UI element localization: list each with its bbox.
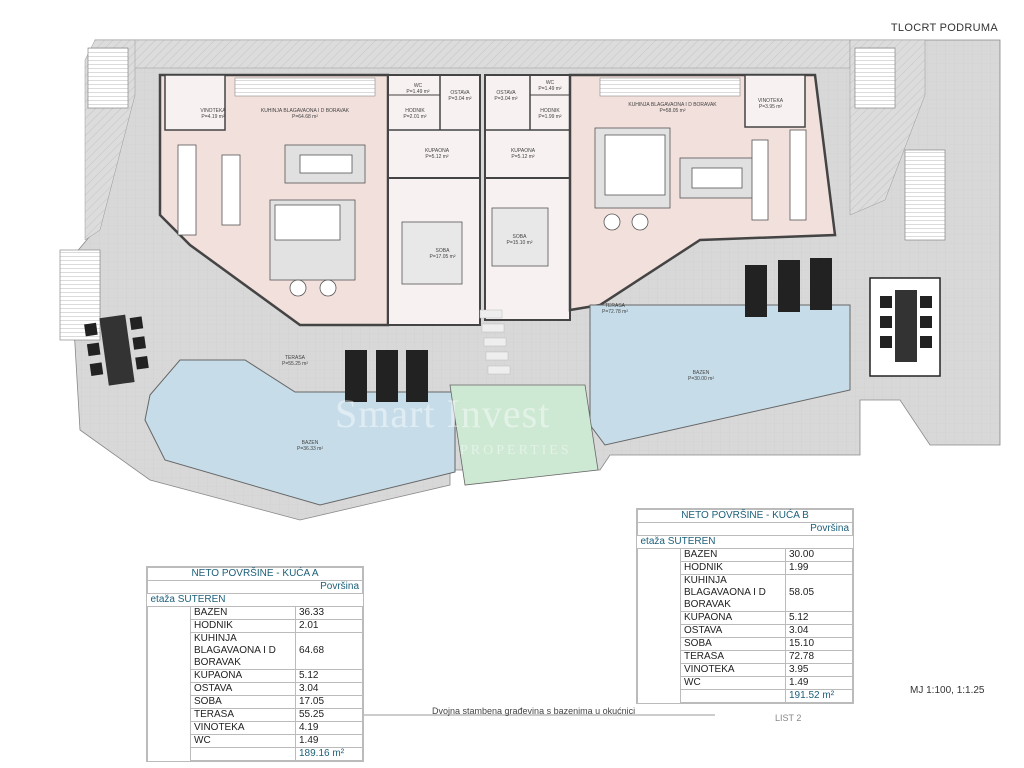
label-terasa-b: TERASA P=72.78 m² [602, 303, 628, 315]
floor-label: etaža SUTEREN [147, 593, 363, 607]
exterior-stairs [59, 47, 946, 341]
house-b-interior [484, 73, 837, 321]
label-ostava-b: OSTAVA P=3.04 m² [494, 90, 518, 102]
label-vinoteka-a: VINOTEKA P=4.19 m² [200, 108, 226, 120]
drawing-description: Dvojna stambena građevina s bazenima u o… [432, 706, 636, 716]
label-hodnik-b: HODNIK P=1.99 m² [538, 108, 562, 120]
label-soba-a: SOBA P=17.05 m² [429, 248, 456, 260]
label-ostava-a: OSTAVA P=3.04 m² [448, 90, 472, 102]
page-title: TLOCRT PODRUMA [890, 22, 998, 34]
garden [449, 384, 599, 486]
area-table-house-b: NETO POVRŠINE - KUĆA B Površina etaža SU… [636, 508, 854, 704]
stepping-stones [479, 309, 511, 375]
table-title: NETO POVRŠINE - KUĆA A [147, 567, 363, 581]
label-vinoteka-b: VINOTEKA P=3.95 m² [757, 98, 784, 110]
watermark-logo: Smart Invest [335, 391, 551, 436]
label-wc-a: WC P=1.49 m² [406, 83, 430, 95]
scale-label: MJ 1:100, 1:1.25 [910, 685, 985, 696]
label-bazen-a: BAZEN P=36.33 m² [297, 440, 323, 452]
label-kuhinja-a: KUHINJA BLAGAVAONA I D BORAVAK P=64.68 m… [260, 108, 350, 120]
table-title: NETO POVRŠINE - KUĆA B [637, 509, 853, 523]
column-header: Površina [147, 580, 363, 594]
outdoor-dining-right [869, 277, 941, 377]
label-terasa-a: TERASA P=55.25 m² [282, 355, 308, 367]
label-kuhinja-b: KUHINJA BLAGAVAONA I D BORAVAK P=58.05 m… [628, 102, 717, 114]
house-a-interior [158, 73, 481, 327]
table-total: 189.16 m² [295, 747, 363, 761]
outdoor-dining-left [84, 314, 149, 386]
label-wc-b: WC P=1.49 m² [538, 80, 562, 92]
sheet-number: LIST 2 [775, 713, 802, 723]
watermark-subtitle: PROPERTIES [460, 443, 572, 458]
table-total: 191.52 m² [785, 689, 853, 703]
label-bazen-b: BAZEN P=30.00 m² [688, 370, 714, 382]
label-hodnik-a: HODNIK P=2.01 m² [403, 108, 427, 120]
area-table-house-a: NETO POVRŠINE - KUĆA A Površina etaža SU… [146, 566, 364, 762]
sun-loungers [345, 258, 832, 402]
label-kupaona-b: KUPAONA P=5.12 m² [510, 148, 536, 160]
column-header: Površina [637, 522, 853, 536]
label-kupaona-a: KUPAONA P=5.12 m² [424, 148, 450, 160]
floor-label: etaža SUTEREN [637, 535, 853, 549]
label-soba-b: SOBA P=15.10 m² [506, 234, 533, 246]
